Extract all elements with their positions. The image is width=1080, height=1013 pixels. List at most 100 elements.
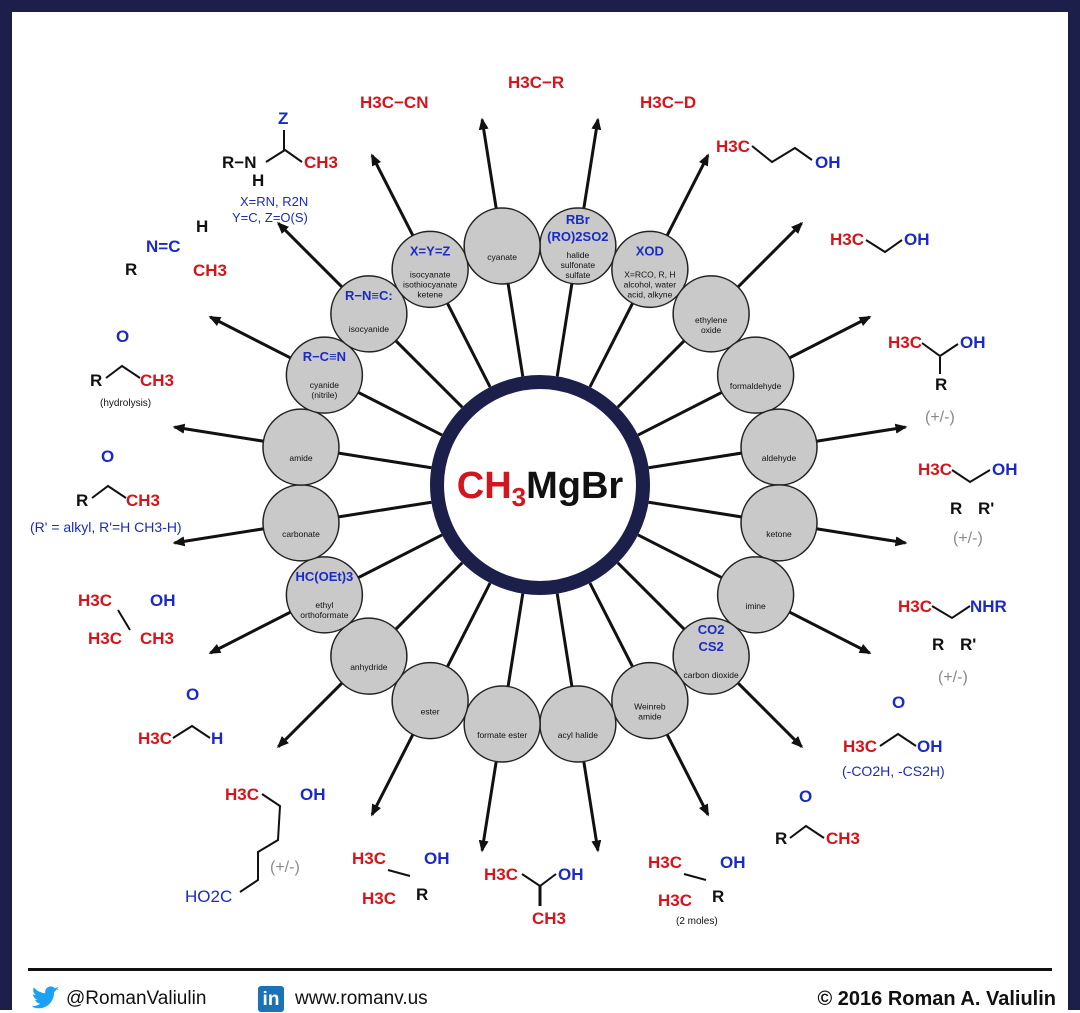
- reagent-caption-formate: formate ester: [477, 730, 527, 740]
- center-ring: [430, 375, 650, 595]
- nitrile-ketone-o: O: [116, 327, 129, 346]
- product-methyl-alkyl: H3C−R: [508, 73, 564, 92]
- reagent-circle-cyanate: [463, 207, 541, 285]
- reagent-bubble-formaldehyde: formaldehyde: [716, 336, 795, 414]
- product-amide-z: Z: [278, 109, 288, 128]
- acetic-acid-bonds: [879, 732, 917, 747]
- acyl-tert-bond: [683, 873, 707, 881]
- tbuoh-bond: [117, 609, 131, 631]
- product-methyl-ketone-ch3: CH3: [126, 491, 160, 510]
- reagent-bubble-ester: ester: [391, 661, 469, 740]
- reagent-caption-halide: halide: [567, 250, 590, 260]
- product-acyl-tert-r: R: [712, 887, 724, 906]
- product-amide-h: H: [252, 171, 264, 190]
- reagent-bubble-acyl_halide: acyl halide: [539, 685, 617, 763]
- twitter-handle[interactable]: @RomanValiulin: [66, 988, 207, 1009]
- note-isocyanate-1: X=RN, R2N: [240, 194, 308, 209]
- note-co2: (-CO2H, -CS2H): [842, 763, 945, 779]
- product-isopropanol-h3c: H3C: [484, 865, 518, 884]
- reagent-caption-orthoformate: ethyl: [315, 600, 333, 610]
- product-imine-r: R: [125, 260, 137, 279]
- product-hydroxy-acid-ho2c: HO2C: [185, 887, 232, 906]
- reagent-caption-isocyanate: isocyanate: [410, 269, 451, 279]
- reagent-circle-isocyanide: [330, 275, 408, 353]
- reagent-bubbles: RBr(RO)2SO2halidesulfonatesulfateXODX=RC…: [262, 207, 818, 763]
- reagent-circle-orthoformate: [285, 556, 364, 634]
- footer-divider: [28, 968, 1052, 971]
- product-tert-alcohol-h3c: H3C: [918, 460, 952, 479]
- ketone-product-bonds: [789, 824, 825, 839]
- note-aldehyde-racemic: (+/-): [925, 409, 955, 426]
- reagent-caption-aldehyde: aldehyde: [762, 453, 797, 463]
- product-nitrile-ketone-r: R: [90, 371, 102, 390]
- product-tert-alcohol-r: R: [950, 499, 962, 518]
- reagent-bubble-cyanate: cyanate: [463, 207, 541, 285]
- product-ethanol-h3c: H3C: [830, 230, 864, 249]
- product-nitrile-ketone-ch3: CH3: [140, 371, 174, 390]
- reagent-bubble-isocyanide: R−N≡C:isocyanide: [330, 275, 408, 353]
- reagent-circle-aldehyde: [740, 408, 818, 486]
- methyl-ketone-bonds: [91, 484, 127, 499]
- copyright: © 2016 Roman A. Valiulin: [817, 988, 1056, 1010]
- amine-bonds: [931, 605, 971, 620]
- product-ester-tert-r: R: [416, 885, 428, 904]
- reagent-caption-epoxide: oxide: [701, 325, 722, 335]
- reagent-caption-isocyanate: ketene: [417, 289, 443, 299]
- note-isocyanate-2: Y=C, Z=O(S): [232, 210, 308, 225]
- reagent-bubble-amide: amide: [262, 408, 340, 486]
- reagent-circle-acyl_halide: [539, 685, 617, 763]
- product-isopropanol-ch3: CH3: [532, 909, 566, 928]
- reagent-circle-epoxide: [672, 275, 750, 353]
- reagent-caption-halide: sulfonate: [561, 260, 596, 270]
- product-sec-alcohol-r: R: [935, 375, 947, 394]
- note-amide: (R' = alkyl, R'=H CH3-H): [30, 519, 182, 535]
- note-two-moles: (2 moles): [676, 916, 718, 927]
- reagent-caption-nitrile: cyanide: [310, 380, 340, 390]
- reagent-formula-isocyanate: X=Y=Z: [410, 243, 451, 258]
- reagent-caption-nitrile: (nitrile): [311, 390, 337, 400]
- product-acetic-acid-oh: OH: [917, 737, 943, 756]
- reagent-caption-ketone: ketone: [766, 529, 792, 539]
- reagent-bubble-imine: imine: [716, 556, 795, 634]
- product-ester-tert-h3c-2: H3C: [362, 889, 396, 908]
- tert-alcohol-bonds: [951, 469, 991, 484]
- product-tert-alcohol-oh: OH: [992, 460, 1018, 479]
- nitrile-ketone-bonds: [105, 364, 141, 379]
- reagent-circle-co2: [672, 617, 750, 695]
- product-ethanol-oh: OH: [904, 230, 930, 249]
- reagent-circle-ester: [391, 661, 469, 740]
- product-tbuoh-ch3: CH3: [140, 629, 174, 648]
- amide-product-bonds: [265, 148, 303, 163]
- product-tert-alcohol-r-prime: R': [978, 499, 994, 518]
- reagent-bubble-ketone: ketone: [740, 484, 818, 562]
- product-acetaldehyde-h: H: [211, 729, 223, 748]
- product-ketone-r: R: [775, 829, 787, 848]
- reagent-caption-anhydride: anhydride: [350, 662, 388, 672]
- product-hydroxy-acid-oh: OH: [300, 785, 326, 804]
- center-formula: CH3MgBr: [457, 465, 624, 512]
- reagent-caption-isocyanide: isocyanide: [349, 324, 389, 334]
- methyl-ketone-o: O: [101, 447, 114, 466]
- product-amide-r-n: R−N: [222, 153, 256, 172]
- product-acyl-tert-oh: OH: [720, 853, 746, 872]
- reagent-caption-isocyanate: isothiocyanate: [403, 279, 458, 289]
- website-link[interactable]: www.romanv.us: [295, 988, 428, 1009]
- acetic-acid-o: O: [892, 693, 905, 712]
- reagent-bubble-aldehyde: aldehyde: [740, 408, 818, 486]
- reagent-caption-xod: acid, alkyne: [627, 289, 672, 299]
- reagent-circle-xod: [611, 230, 689, 309]
- product-propanol-h3c: H3C: [716, 137, 750, 156]
- linkedin-icon[interactable]: in: [258, 986, 284, 1012]
- twitter-icon[interactable]: [30, 986, 60, 1010]
- reagent-circle-anhydride: [330, 617, 408, 695]
- reagent-circle-amide: [262, 408, 340, 486]
- reagent-caption-orthoformate: orthoformate: [300, 610, 348, 620]
- reagent-caption-imine: imine: [745, 601, 766, 611]
